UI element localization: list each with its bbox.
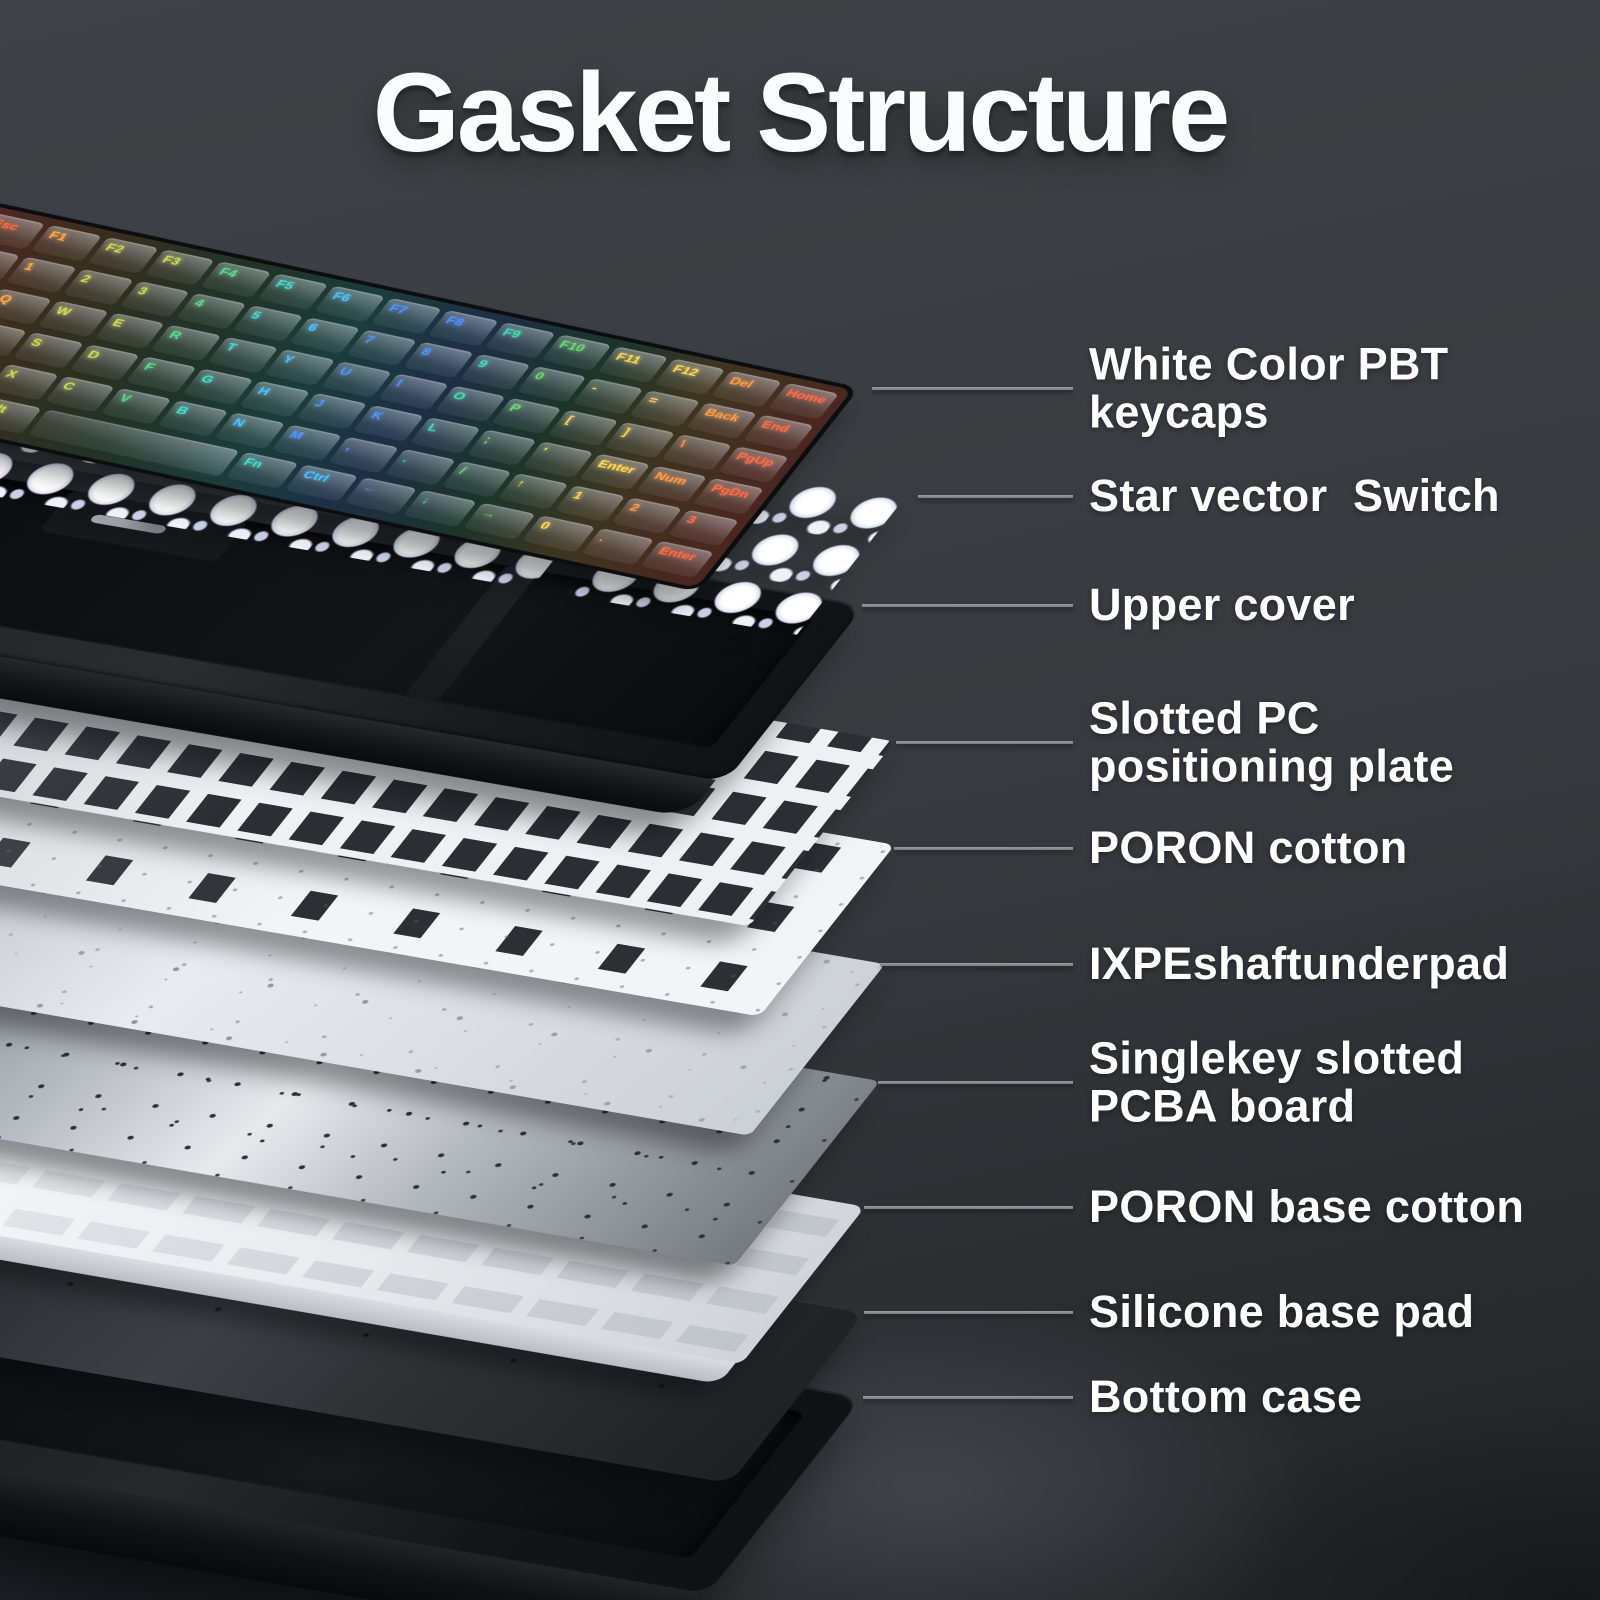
keycap: Enter [638,540,715,580]
callout-line [894,847,1073,850]
callout-line [864,1311,1073,1314]
callout-line [872,387,1073,390]
callout-label: Upper cover [1089,579,1355,631]
callout-label: Silicone base pad [1089,1286,1475,1338]
callout-label: IXPEshaftunderpad [1089,938,1510,990]
keycap: PgUp [716,446,789,485]
callout-line [896,741,1073,744]
callout-line [864,1206,1073,1209]
keycap: 3 [666,509,739,549]
callout-label: Star vector Switch [1089,470,1500,522]
callout-label: Bottom case [1089,1371,1363,1423]
callout-label: White Color PBT keycaps [1089,338,1462,437]
callout-label: PORON base cotton [1089,1181,1525,1233]
callout-line [878,1081,1073,1084]
callout-line [880,963,1073,966]
keycap: Home [766,382,839,422]
keycap: End [741,414,814,454]
callout-line [862,604,1073,607]
page-title: Gasket Structure [372,50,1231,175]
keycap: PgDn [691,477,764,517]
callout-label: PORON cotton [1089,822,1408,874]
callout-label: Singlekey slotted PCBA board [1089,1032,1465,1131]
callout-label: Slotted PC positioning plate [1089,692,1455,791]
callout-line [863,1396,1073,1399]
callout-line [918,495,1073,498]
